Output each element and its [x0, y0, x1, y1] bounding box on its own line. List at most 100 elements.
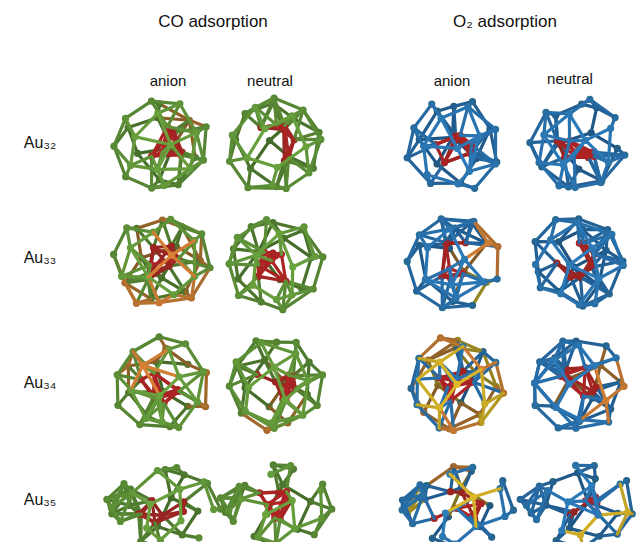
bond [248, 186, 286, 190]
atom [289, 263, 296, 270]
atom [195, 534, 202, 541]
bond [445, 497, 473, 513]
bond [569, 366, 594, 384]
bond [500, 489, 505, 517]
bond [617, 512, 627, 534]
bond [171, 145, 191, 169]
bond [131, 365, 143, 390]
gold-cluster [408, 334, 508, 434]
atom [453, 381, 460, 388]
bond [570, 248, 593, 265]
bond [153, 232, 171, 255]
bond [236, 362, 248, 387]
bond [570, 265, 599, 279]
atom [238, 495, 245, 502]
bond [160, 396, 162, 422]
atom [442, 509, 449, 516]
bond [536, 240, 551, 265]
bond [272, 399, 286, 422]
bond [575, 183, 601, 188]
bond [179, 372, 203, 377]
atom [253, 252, 260, 259]
gold-cluster [404, 98, 501, 192]
bond [469, 164, 495, 171]
atom [582, 137, 589, 144]
bond [136, 280, 148, 304]
bond [139, 514, 141, 541]
bond [114, 118, 126, 146]
bond [117, 352, 133, 375]
bond [283, 289, 313, 310]
bond [544, 135, 564, 165]
bond [446, 243, 450, 269]
bond [450, 229, 465, 259]
bond [419, 338, 441, 359]
gold-cluster [526, 96, 628, 191]
atom [262, 511, 269, 518]
bond [247, 158, 277, 167]
bond [535, 360, 555, 383]
bond [233, 249, 258, 252]
bond [576, 465, 592, 485]
atom [261, 125, 268, 132]
bond [180, 482, 204, 489]
bond [591, 108, 596, 133]
bond [158, 113, 171, 144]
bond [230, 161, 248, 187]
bond [204, 373, 208, 407]
bond [417, 379, 439, 408]
bond [427, 486, 451, 492]
bond [535, 383, 556, 407]
bond [172, 241, 195, 255]
bond [131, 390, 146, 418]
bond [476, 516, 505, 526]
bond [592, 267, 609, 294]
gold-cluster [517, 462, 636, 542]
atom [461, 256, 468, 263]
bond [273, 465, 279, 493]
bond [253, 285, 276, 299]
bond [463, 347, 481, 370]
bond [450, 474, 473, 497]
atom [210, 506, 217, 513]
atom [317, 487, 324, 494]
bond [556, 541, 583, 542]
bond [561, 265, 570, 294]
bond [425, 492, 450, 500]
bond [179, 377, 197, 402]
bond [203, 127, 206, 160]
bond [274, 98, 303, 110]
bond [594, 366, 605, 401]
bond [620, 484, 628, 512]
bond [135, 113, 158, 137]
bond [193, 241, 196, 277]
gold-cluster [225, 216, 326, 313]
gold-cluster [114, 333, 210, 431]
bond [241, 499, 267, 505]
bond [132, 471, 157, 493]
bond [440, 384, 457, 408]
bond [131, 137, 135, 166]
bond [265, 116, 292, 129]
bond [292, 116, 306, 147]
bond [457, 148, 469, 171]
bond [555, 360, 569, 384]
bond [248, 185, 272, 187]
bond [423, 495, 434, 519]
bond [172, 255, 195, 276]
bond [306, 147, 309, 173]
bond [427, 467, 454, 486]
bond [578, 223, 593, 248]
charge-state-label: anion [434, 72, 471, 89]
bond [229, 264, 238, 296]
bond [592, 248, 599, 278]
bond [539, 163, 563, 165]
bond [569, 99, 590, 114]
cluster-size-label: Au₃₅ [24, 491, 57, 509]
bond [295, 518, 322, 528]
bond [232, 107, 255, 135]
bond [474, 221, 488, 243]
gold-cluster [217, 461, 335, 542]
bond [427, 175, 458, 184]
